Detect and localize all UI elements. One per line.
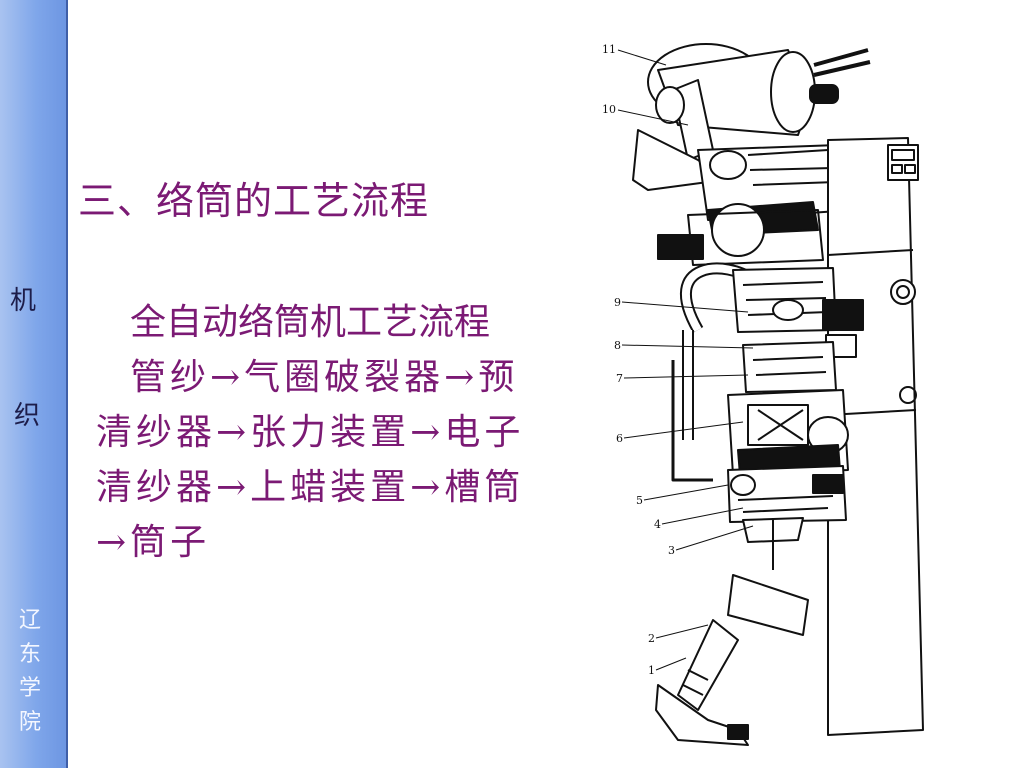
school-char: 院 [18, 710, 41, 735]
callout-label: 10 [602, 103, 616, 116]
sidebar-banner: 机 织 辽 东 学 院 [0, 0, 68, 768]
slide-title: 三、络筒的工艺流程 [78, 179, 430, 223]
callout-label: 7 [616, 372, 623, 385]
callout-label: 11 [602, 43, 616, 56]
process-heading: 全自动络筒机工艺流程 [130, 302, 491, 343]
callout-label: 4 [654, 518, 661, 531]
school-char: 辽 [18, 608, 41, 633]
callout-label: 8 [614, 339, 621, 352]
callout-label: 5 [636, 494, 643, 507]
sidebar-char-ji: 机 [10, 286, 37, 316]
sidebar-char-zhi: 织 [14, 401, 41, 431]
winding-machine-diagram: 11 10 9 8 7 6 5 4 3 2 1 [602, 43, 924, 746]
process-flow: 管纱→气圈破裂器→预清纱器→张力装置→电子清纱器→上蜡装置→槽筒→筒子 [96, 357, 525, 563]
slide-body: 全自动络筒机工艺流程 管纱→气圈破裂器→预清纱器→张力装置→电子清纱器→上蜡装置… [96, 295, 536, 570]
school-char: 学 [18, 676, 41, 701]
callout-label: 6 [616, 432, 623, 445]
sidebar-school-name: 辽 东 学 院 [15, 604, 45, 740]
callout-label: 3 [668, 544, 675, 557]
school-char: 东 [18, 642, 41, 667]
callout-label: 9 [614, 296, 621, 309]
callout-label: 2 [648, 632, 655, 645]
callout-label: 1 [648, 664, 655, 677]
